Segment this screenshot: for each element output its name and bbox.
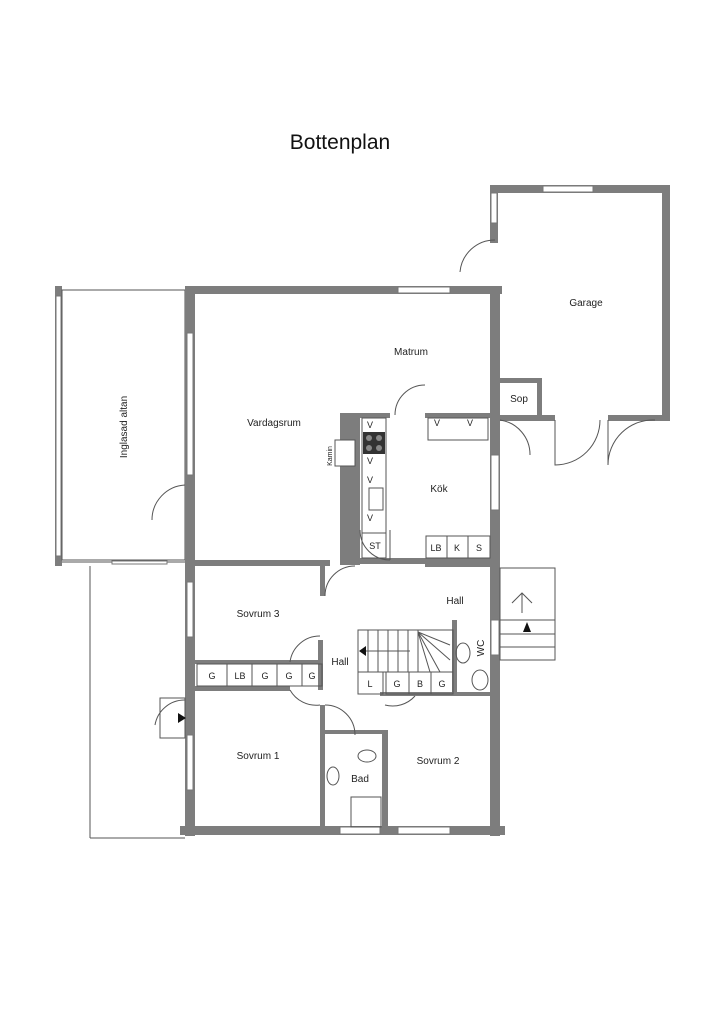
room-label-hall-lower: Hall	[331, 657, 348, 668]
side-entrance-arrow-icon	[178, 713, 186, 723]
room-label-wc: WC	[476, 640, 487, 657]
room-label-altan: Inglasad altan	[119, 396, 130, 458]
walls	[180, 185, 670, 836]
room-label-sovrum3: Sovrum 3	[237, 609, 280, 620]
closet-label: G	[208, 671, 215, 681]
entrance-arrow-icon	[523, 622, 531, 632]
stove-icon	[363, 432, 385, 454]
closets	[196, 663, 454, 695]
room-label-garage: Garage	[569, 298, 603, 309]
door-swings	[151, 239, 656, 736]
closet-label: B	[417, 679, 423, 689]
closet-label: G	[308, 671, 315, 681]
room-label-sovrum2: Sovrum 2	[417, 756, 460, 767]
room-label-sovrum1: Sovrum 1	[237, 751, 280, 762]
bathroom-fixtures	[326, 642, 489, 828]
room-label-vardagsrum: Vardagsrum	[247, 418, 301, 429]
fixture-st: ST	[369, 541, 381, 551]
plan-title: Bottenplan	[290, 131, 390, 154]
closet-label: LB	[234, 671, 245, 681]
room-label-kok: Kök	[430, 484, 448, 495]
fixture-k: K	[454, 543, 460, 553]
fixture-v: V	[367, 456, 373, 466]
fixture-v: V	[434, 418, 440, 428]
stove-burners	[366, 435, 382, 451]
stair-arrow-icon	[359, 646, 366, 656]
room-label-hall-upper: Hall	[446, 596, 463, 607]
closet-label: G	[393, 679, 400, 689]
room-label-matrum: Matrum	[394, 347, 428, 358]
room-label-bad: Bad	[351, 774, 369, 785]
fixture-v: V	[467, 418, 473, 428]
closet-label: L	[367, 679, 372, 689]
altan-structure	[55, 286, 186, 839]
fixture-v: V	[367, 475, 373, 485]
staircase	[357, 629, 454, 673]
kitchen-counters	[334, 417, 491, 559]
closet-label: G	[438, 679, 445, 689]
closet-label: G	[285, 671, 292, 681]
kamin-label: Kamin	[327, 446, 334, 466]
entrance-steps	[159, 567, 556, 739]
room-label-sop: Sop	[510, 394, 528, 405]
fixture-s: S	[476, 543, 482, 553]
fixture-v: V	[367, 420, 373, 430]
closet-label: G	[261, 671, 268, 681]
fixture-lb: LB	[430, 543, 441, 553]
fixture-v: V	[367, 513, 373, 523]
windows	[111, 185, 594, 835]
